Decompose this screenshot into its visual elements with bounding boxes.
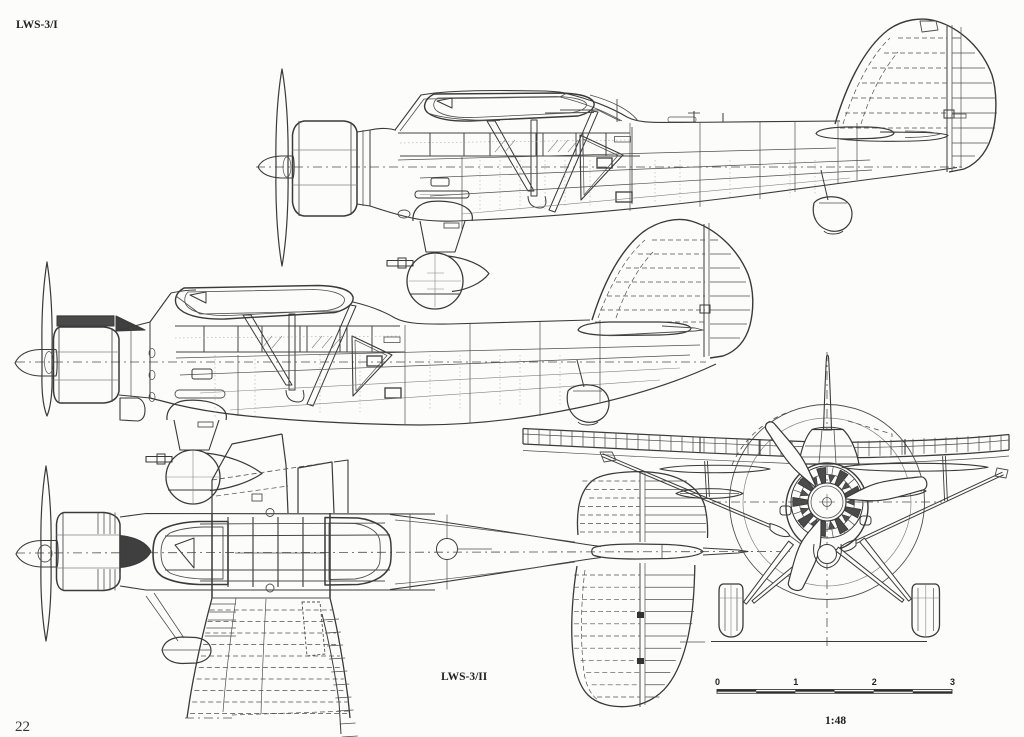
svg-text:22: 22 <box>15 719 30 735</box>
svg-text:0: 0 <box>715 677 720 687</box>
svg-text:LWS-3/I: LWS-3/I <box>16 19 58 31</box>
svg-text:1:48: 1:48 <box>825 715 846 727</box>
svg-text:2: 2 <box>872 677 877 687</box>
svg-text:LWS-3/II: LWS-3/II <box>441 671 488 683</box>
svg-text:3: 3 <box>950 677 955 687</box>
svg-text:1: 1 <box>793 677 798 687</box>
